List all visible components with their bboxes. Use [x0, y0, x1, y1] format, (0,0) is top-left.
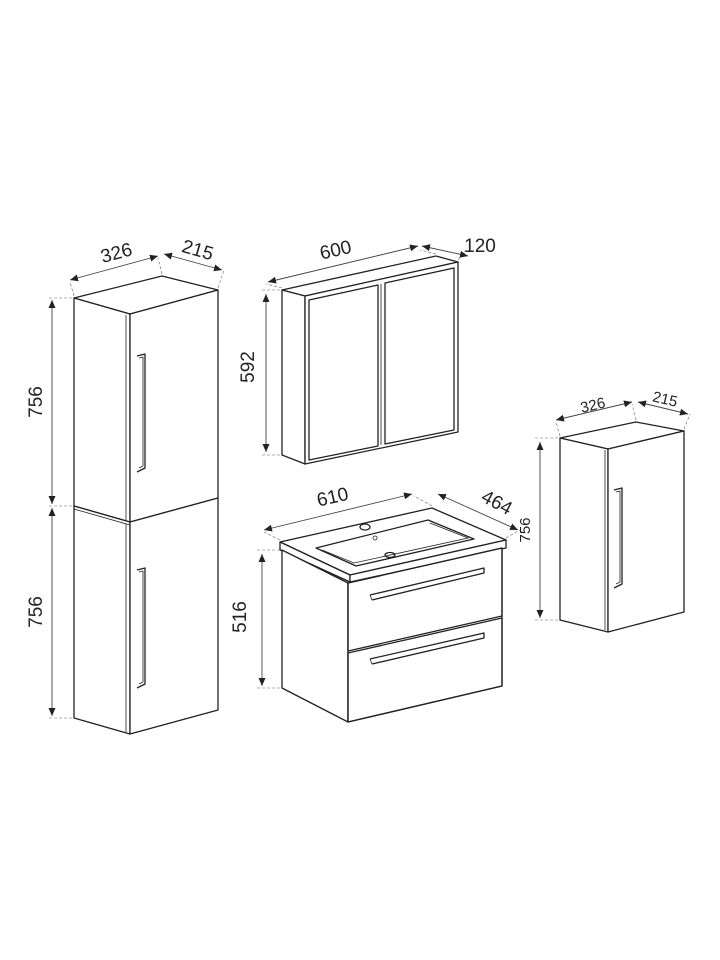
mirror-cabinet: 600 120 592: [238, 236, 496, 465]
door-handle-upper: [136, 353, 146, 473]
wall-cabinet-handle: [613, 487, 623, 589]
vanity-width-label: 610: [315, 484, 351, 512]
drawer-handle-upper: [369, 567, 485, 601]
door-handle-lower: [136, 567, 146, 689]
tall-cabinet-lower-height-dimension: 756: [26, 508, 72, 719]
tall-cabinet-depth-label: 215: [179, 236, 215, 265]
wall-cabinet-height-label: 756: [517, 517, 534, 542]
vanity-depth-label: 464: [478, 486, 516, 520]
tall-cabinet-upper-module: [73, 289, 219, 523]
wall-cabinet: 326 215 756: [517, 389, 691, 633]
mirror-cabinet-height-dimension: 592: [238, 289, 280, 456]
mirror-cabinet-depth-label: 120: [464, 236, 496, 257]
tall-cabinet-lower-height-label: 756: [26, 596, 47, 628]
tall-cabinet-lower-module: [73, 497, 219, 735]
tall-cabinet: 326 215 756 756: [26, 236, 225, 735]
tall-cabinet-upper-height-dimension: 756: [26, 297, 72, 507]
vanity-height-dimension: 516: [230, 549, 280, 689]
mirror-cabinet-width-label: 600: [318, 237, 354, 265]
mirror-cabinet-depth-dimension: 120: [421, 236, 496, 261]
wall-cabinet-depth-dimension: 215: [637, 389, 691, 430]
wall-cabinet-height-dimension: 756: [517, 437, 558, 621]
drain-hole: [384, 551, 396, 559]
mirror-door-left: [308, 284, 379, 461]
vanity-height-label: 516: [230, 601, 251, 633]
vanity-unit: 610 464 516: [230, 484, 521, 723]
mirror-cabinet-height-label: 592: [238, 351, 259, 383]
tall-cabinet-upper-height-label: 756: [26, 386, 47, 418]
wall-cabinet-depth-label: 215: [651, 389, 679, 411]
wall-cabinet-width-dimension: 326: [555, 395, 637, 437]
drawer-handle-lower: [369, 632, 485, 665]
wall-cabinet-width-label: 326: [579, 395, 607, 417]
drawer-lower: [347, 617, 503, 723]
drawer-upper: [347, 547, 503, 652]
mirror-door-right: [384, 267, 455, 445]
